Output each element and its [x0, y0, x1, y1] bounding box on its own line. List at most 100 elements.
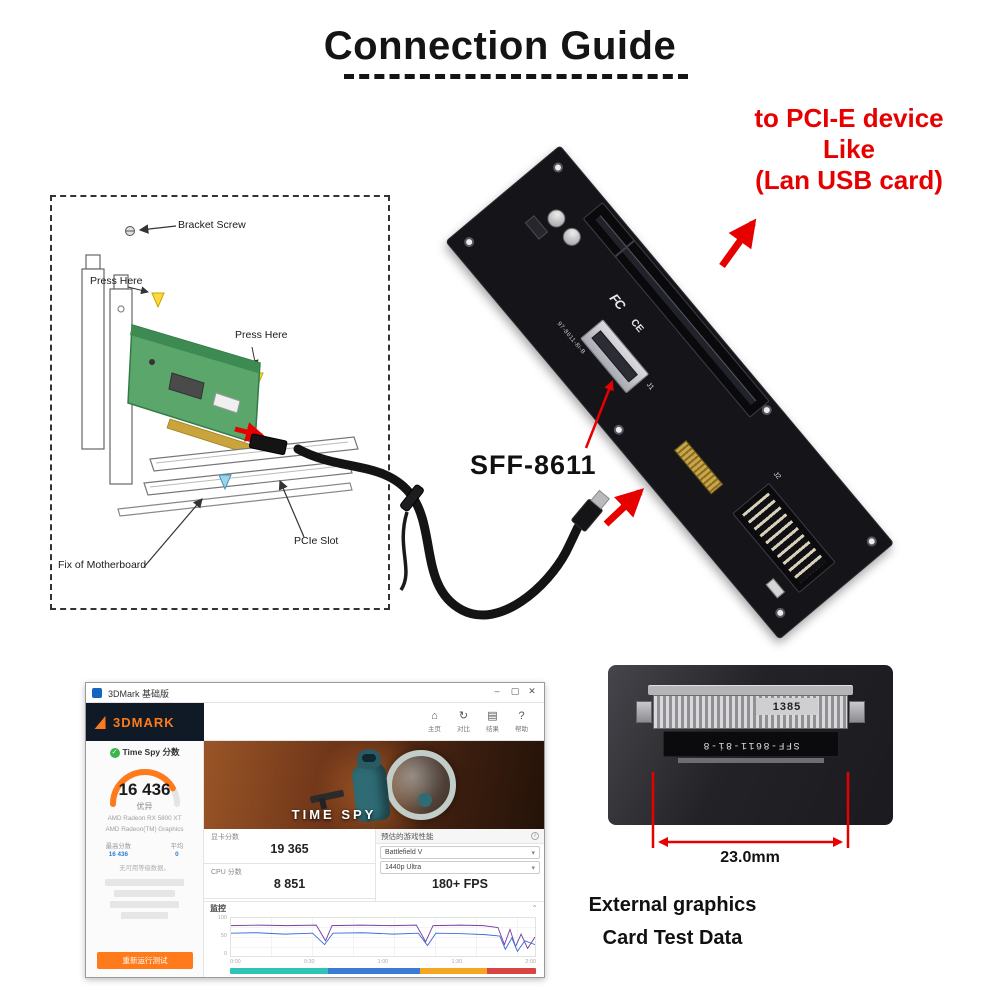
check-icon: ✓ [109, 747, 120, 758]
help-icon: ? [518, 709, 525, 722]
cable-strap [400, 484, 424, 512]
game-select[interactable]: Battlefield V ▾ [380, 846, 540, 859]
screw-hole [611, 422, 626, 437]
connector-base: SFF-8611-8i-8 [663, 731, 839, 757]
title-underline [344, 74, 688, 79]
preset-select[interactable]: 1440p Ultra ▾ [380, 861, 540, 874]
hero-title: TIME SPY [291, 807, 377, 822]
best-score-link[interactable]: 16 436 [108, 851, 129, 858]
fps-estimate: 180+ FPS [432, 877, 488, 891]
nav-help[interactable]: ? 帮助 [515, 709, 528, 733]
test-data-caption: External graphics Card Test Data [588, 894, 757, 949]
sub-scores-panel: 显卡分数 19 365 CPU 分数 8 851 [204, 829, 376, 901]
score-stats: 最高分数 16 436 平均 0 [105, 843, 184, 858]
connector-model-text: SFF-8611-8i-8 [702, 738, 800, 750]
game-estimate-panel: 预估的游戏性能 i Battlefield V ▾ 1440p Ultra ▾ … [376, 829, 544, 901]
3dmark-flame-icon [94, 715, 109, 729]
home-icon: ⌂ [431, 709, 438, 722]
page-title: Connection Guide [323, 24, 677, 68]
minimize-button[interactable]: – [494, 686, 500, 696]
cable-plug-board-end [571, 489, 611, 532]
distribution-placeholder [98, 879, 191, 919]
score-gauge [109, 769, 180, 807]
brand-text: 3DMARK [113, 714, 175, 730]
red-arrow-to-board [719, 218, 757, 269]
connector-lip [678, 758, 824, 763]
pcie-x16-slot [582, 201, 770, 418]
red-arrow-to-connector [603, 488, 645, 527]
label-motherboard: Fix of Motherboard [58, 559, 147, 571]
install-diagram-drawing [81, 224, 359, 568]
chart-legend-bar [230, 968, 536, 974]
ic-chip [524, 215, 549, 240]
top-nav: ⌂ 主页 ↻ 对比 ▤ 结果 ? 帮助 [204, 703, 544, 741]
screw-hole [773, 605, 788, 620]
magnifier-lens [386, 750, 456, 820]
connector-top-cap [648, 685, 853, 695]
gold-pads [673, 439, 724, 495]
chart-x-axis: 0:00 0:30 1:00 1:30 2:00 [230, 959, 536, 965]
capacitor-icon [559, 224, 585, 250]
capacitor-icon [543, 205, 570, 232]
screw-hole [462, 235, 477, 250]
sff-8611-label: SFF-8611 [470, 450, 597, 480]
power-connector [732, 482, 836, 594]
j2-marking: J2 [771, 470, 782, 481]
label-press-here-top: Press Here [90, 275, 143, 287]
ce-logo: CE [628, 317, 646, 335]
connector-ribbed-body [653, 695, 848, 729]
sidebar-section-title: ✓Time Spy 分数 [86, 741, 203, 758]
cpu-score-value: 8 851 [273, 877, 306, 891]
pcie-device-callout: to PCI-E device Like (Lan USB card) [703, 103, 995, 196]
label-bracket-screw: Bracket Screw [178, 219, 246, 231]
overall-score: 16 436 [118, 780, 171, 799]
window-title: 3DMark 基础版 [108, 689, 170, 699]
close-button[interactable]: ✕ [528, 686, 536, 696]
monitoring-chart [230, 917, 536, 957]
3dmark-logo: 3DMARK [86, 703, 204, 741]
monitoring-panel: 监控 ⌃ 100 50 0 0:00 0:30 1:00 1:30 2:00 [204, 901, 544, 977]
nav-compare[interactable]: ↻ 对比 [457, 709, 470, 733]
avg-score-link[interactable]: 0 [175, 851, 179, 858]
callout-line-1: to PCI-E device [754, 103, 944, 133]
label-press-here-card: Press Here [235, 329, 288, 341]
rank-note: 无可用等级数据。 [119, 865, 170, 872]
window-titlebar: 3DMark 基础版 – ▢ ✕ [86, 683, 544, 703]
nav-home[interactable]: ⌂ 主页 [428, 709, 441, 733]
fcc-logo: FC [606, 290, 629, 313]
benchmark-window: 3DMark 基础版 – ▢ ✕ 3DMARK ⌂ 主页 ↻ 对比 ▤ 结果 ? [85, 682, 545, 978]
screw-hole [864, 534, 879, 549]
compare-icon: ↻ [458, 709, 469, 722]
j1-marking: J1 [644, 381, 655, 392]
io-brackets [81, 254, 133, 485]
dimension-label: 23.0mm [720, 849, 780, 866]
screw-hole [550, 160, 566, 175]
connector-photo: 1385 SFF-8611-8i-8 [608, 665, 893, 825]
card-oculink-socket [212, 392, 241, 414]
gpu-score-value: 19 365 [270, 842, 309, 856]
info-icon[interactable]: i [531, 832, 539, 840]
character-visor [362, 754, 376, 762]
time-spy-hero: TIME SPY [204, 741, 544, 829]
gpu-name: AMD Radeon RX 5800 XT [107, 815, 182, 822]
gpu-score-cell: 显卡分数 19 365 [204, 829, 375, 864]
results-icon: ▤ [487, 709, 498, 722]
nav-results[interactable]: ▤ 结果 [486, 709, 499, 733]
pcie-adapter-board: FC CE J1 J2 97-8611-8i-B [445, 145, 895, 640]
connector-part-number: 1385 [756, 698, 818, 715]
rerun-button[interactable]: 重新运行测试 [97, 952, 193, 969]
collapse-icon[interactable]: ⌃ [531, 904, 538, 913]
callout-line-2: Like [822, 134, 876, 164]
switch-component [765, 578, 785, 599]
igpu-name: AMD Radeon(TM) Graphics [105, 826, 184, 833]
app-icon [92, 688, 102, 698]
score-sidebar: ✓Time Spy 分数 16 436 优异 AMD Radeon RX 580… [86, 741, 204, 977]
character-hand [418, 793, 432, 807]
connector-side-tab [636, 701, 652, 723]
maximize-button[interactable]: ▢ [510, 686, 520, 696]
cpu-score-cell: CPU 分数 8 851 [204, 864, 375, 899]
score-grade: 优异 [136, 802, 153, 811]
install-diagram: Bracket Screw Press Here Press Here PCIe… [50, 195, 390, 610]
connector-side-tab [849, 701, 865, 723]
label-pcie-slot: PCIe Slot [294, 535, 339, 547]
